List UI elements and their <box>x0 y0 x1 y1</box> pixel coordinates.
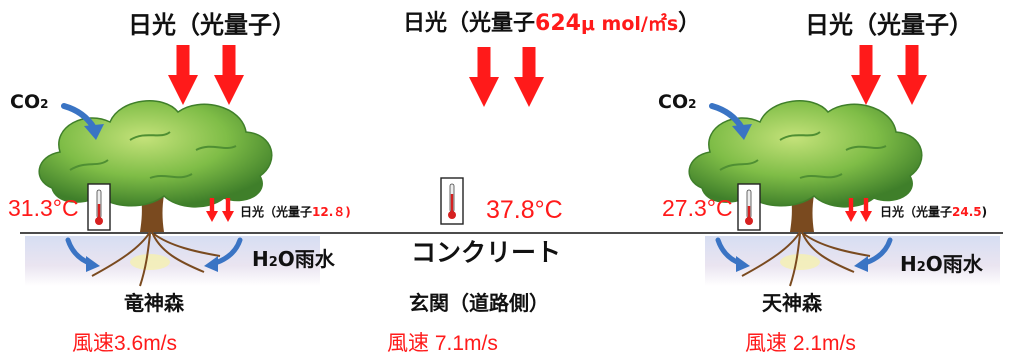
under-canopy-close: ) <box>981 205 988 219</box>
site-name-left: 竜神森 <box>124 291 184 315</box>
co2-label-left: CO2 <box>10 93 48 112</box>
wind-speed-left: 風速3.6m/s <box>72 332 178 355</box>
temperature-center: 37.8°C <box>486 196 563 224</box>
down-arrow-icon <box>851 45 881 105</box>
site-name-right: 天神森 <box>762 291 822 315</box>
thermometer-icon <box>87 183 111 231</box>
thermometer-icon <box>737 183 761 231</box>
down-arrow-icon <box>514 47 544 107</box>
sunlight-center-close: ） <box>678 11 701 36</box>
co2-arrow-icon <box>61 103 104 140</box>
under-canopy-value: 24.5 <box>952 205 982 219</box>
temperature-right: 27.3°C <box>662 195 733 221</box>
wind-speed-right: 風速 2.1m/s <box>745 332 856 355</box>
water-arrow-icon <box>854 237 893 272</box>
co2-text: CO <box>10 91 41 113</box>
down-arrow-icon <box>168 45 198 105</box>
under-canopy-sunlight-right: 日光（光量子24.5) <box>880 206 987 218</box>
rainwater-label-left: H2O雨水 <box>252 249 335 269</box>
wind-speed-center: 風速 7.1m/s <box>387 332 498 355</box>
under-canopy-prefix: 日光（光量子 <box>880 205 953 219</box>
sunlight-center-unit: μ mol/㎡s <box>580 13 679 35</box>
co2-text: CO <box>658 91 689 113</box>
sunlight-label-right: 日光（光量子） <box>805 11 973 39</box>
under-canopy-value: 12.８) <box>312 205 351 219</box>
co2-subscript: 2 <box>688 97 697 111</box>
site-name-center: 玄関（道路側） <box>409 291 549 315</box>
sunlight-label-left: 日光（光量子） <box>128 11 296 39</box>
co2-label-right: CO2 <box>658 93 696 112</box>
water-h: H <box>900 252 917 276</box>
under-canopy-prefix: 日光（光量子 <box>240 205 313 219</box>
sunlight-label-center: 日光（光量子624μ mol/㎡s） <box>403 13 700 35</box>
sunlight-center-prefix: 日光（光量子 <box>403 11 536 36</box>
temperature-left: 31.3°C <box>8 195 79 221</box>
water-arrow-icon <box>715 237 750 272</box>
down-arrow-icon <box>897 45 927 105</box>
co2-subscript: 2 <box>40 97 49 111</box>
water-subscript: 2 <box>268 255 278 270</box>
co2-arrow-icon <box>709 103 752 140</box>
thermometer-icon <box>440 177 464 225</box>
water-h: H <box>252 247 269 271</box>
concrete-label: コンクリート <box>411 238 562 267</box>
sunlight-center-value: 624 <box>535 11 581 36</box>
water-arrow-icon <box>65 237 100 272</box>
water-rest: O雨水 <box>277 247 335 271</box>
under-canopy-sunlight-left: 日光（光量子12.８) <box>240 206 351 218</box>
water-arrow-icon <box>204 237 243 272</box>
water-rest: O雨水 <box>925 252 983 276</box>
water-subscript: 2 <box>916 260 926 275</box>
down-arrow-icon <box>222 198 234 222</box>
down-arrow-icon <box>469 47 499 107</box>
rainwater-label-right: H2O雨水 <box>900 254 983 274</box>
down-arrow-icon <box>214 45 244 105</box>
